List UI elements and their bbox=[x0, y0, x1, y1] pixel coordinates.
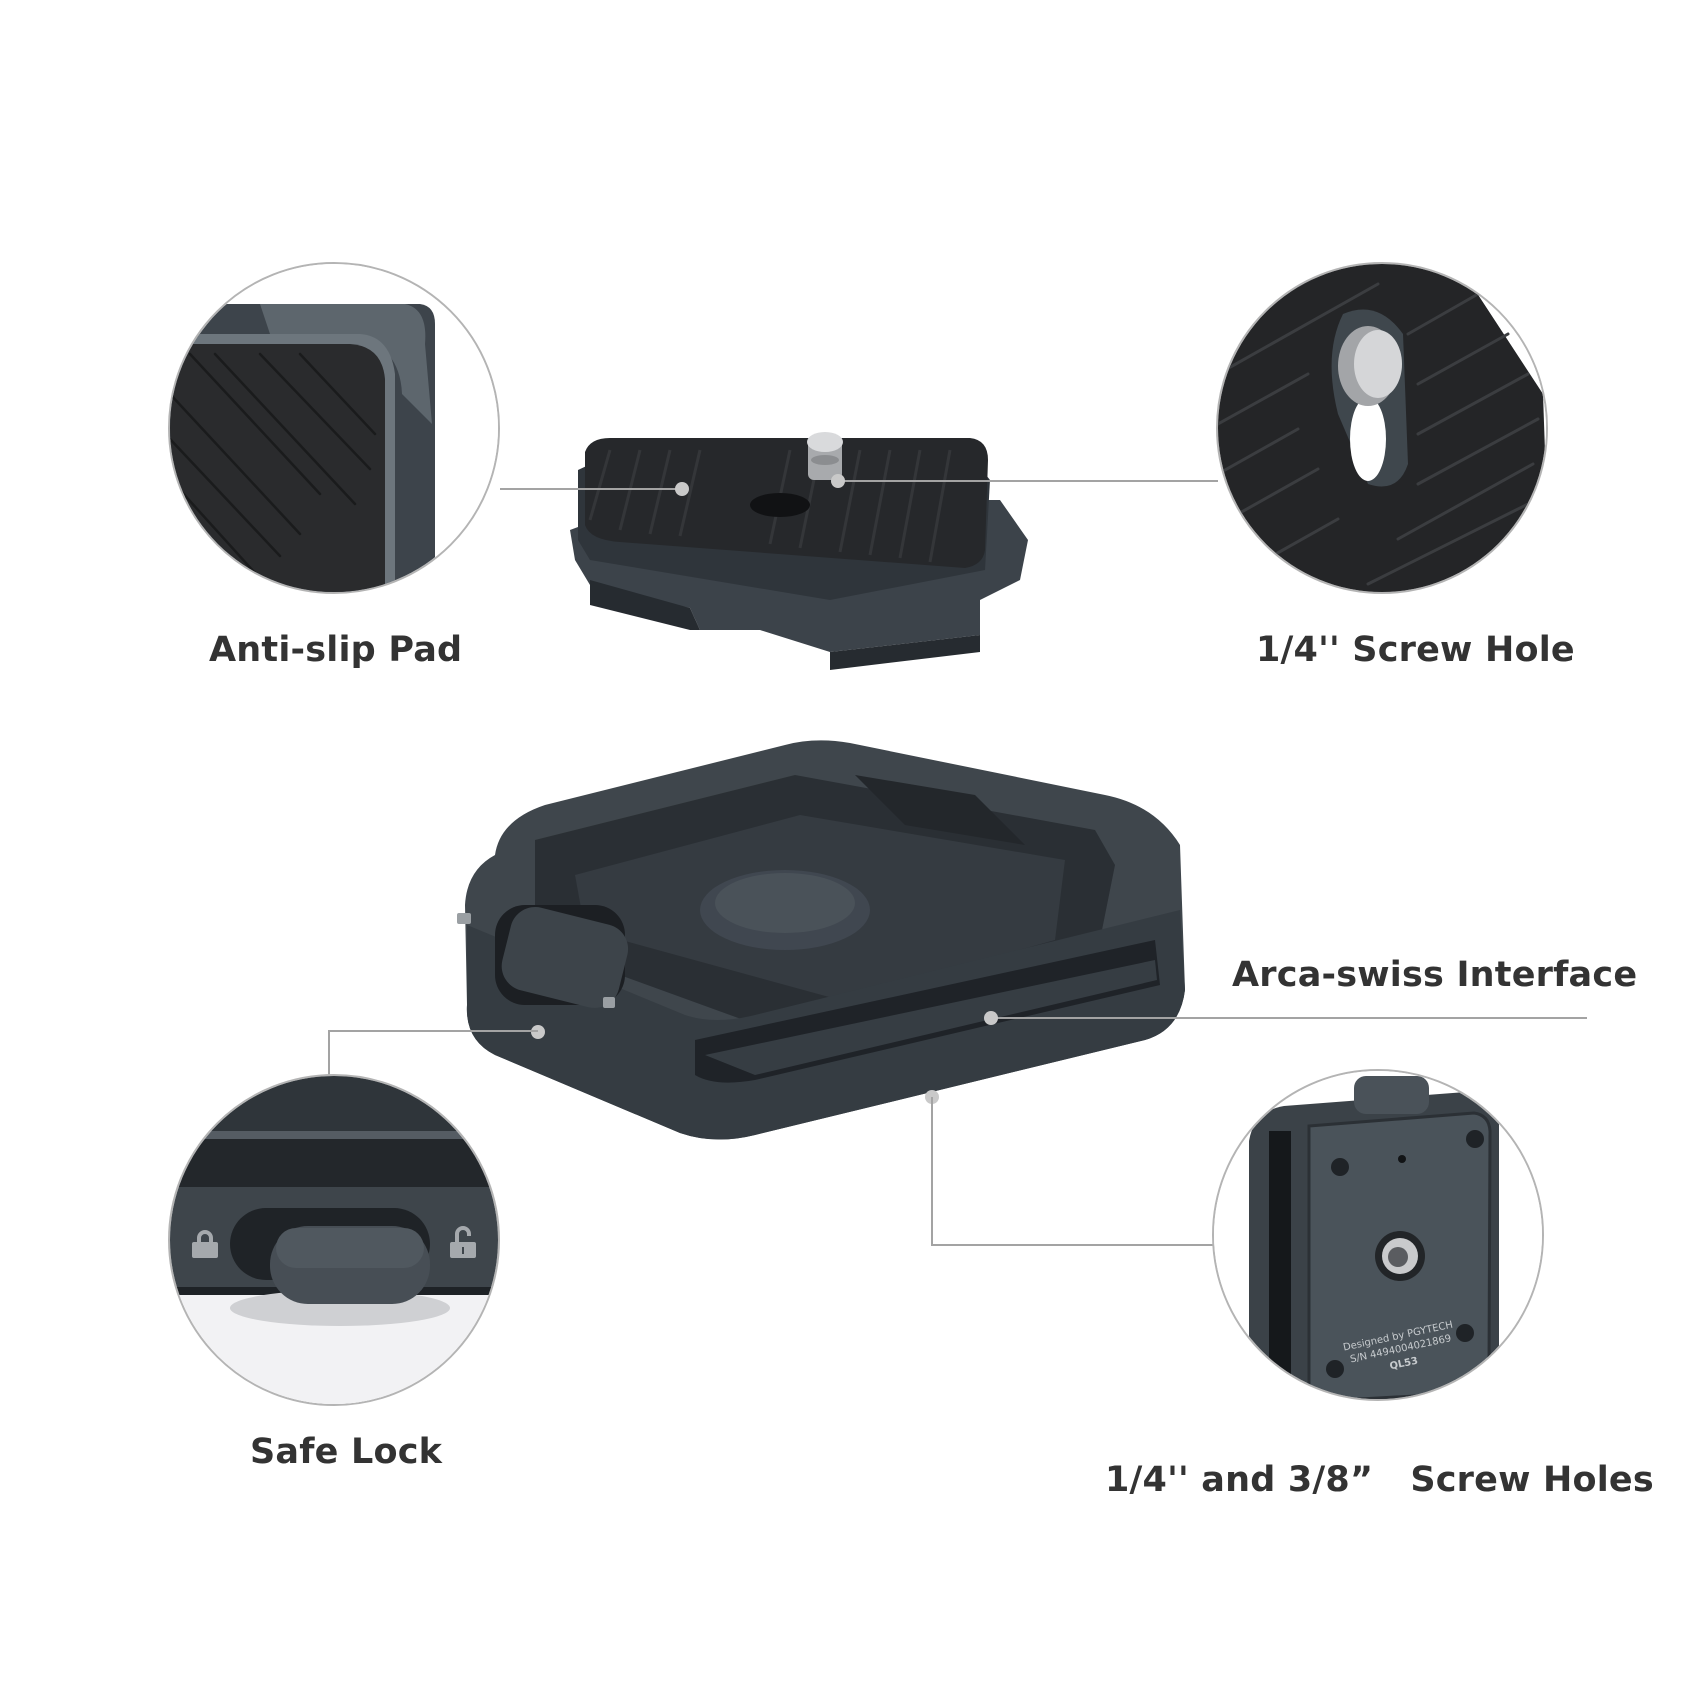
screw-holes-connector-line-horizontal bbox=[931, 1244, 1214, 1246]
locked-icon bbox=[192, 1230, 218, 1258]
anti-slip-pad-connector-line bbox=[500, 488, 682, 490]
screw-hole-connector-dot bbox=[831, 474, 845, 488]
screw-holes-connector-line-vertical bbox=[931, 1097, 933, 1246]
screw-holes-label: 1/4'' and 3/8” Screw Holes bbox=[1105, 1460, 1654, 1500]
anti-slip-pad-label: Anti-slip Pad bbox=[209, 630, 463, 670]
safe-lock-connector-line-vertical bbox=[328, 1030, 330, 1085]
anti-slip-pad-connector-dot bbox=[675, 482, 689, 496]
safe-lock-connector-line-horizontal bbox=[328, 1030, 538, 1032]
screw-holes-detail-circle: Designed by PGYTECH S/N 4494004021869 QL… bbox=[1212, 1069, 1544, 1401]
safe-lock-detail-circle bbox=[168, 1074, 500, 1406]
arca-swiss-connector-line bbox=[991, 1017, 1587, 1019]
arca-swiss-connector-dot bbox=[984, 1011, 998, 1025]
safe-lock-label: Safe Lock bbox=[250, 1432, 443, 1472]
unlocked-icon bbox=[450, 1226, 476, 1258]
quick-release-plate-image bbox=[530, 430, 1030, 670]
safe-lock-connector-dot bbox=[531, 1025, 545, 1039]
clamp-base-image bbox=[455, 735, 1195, 1150]
screw-hole-connector-line bbox=[838, 480, 1218, 482]
screw-hole-label: 1/4'' Screw Hole bbox=[1256, 630, 1575, 670]
anti-slip-pad-detail-circle bbox=[168, 262, 500, 594]
arca-swiss-label: Arca-swiss Interface bbox=[1232, 955, 1638, 995]
screw-hole-detail-circle bbox=[1216, 262, 1548, 594]
